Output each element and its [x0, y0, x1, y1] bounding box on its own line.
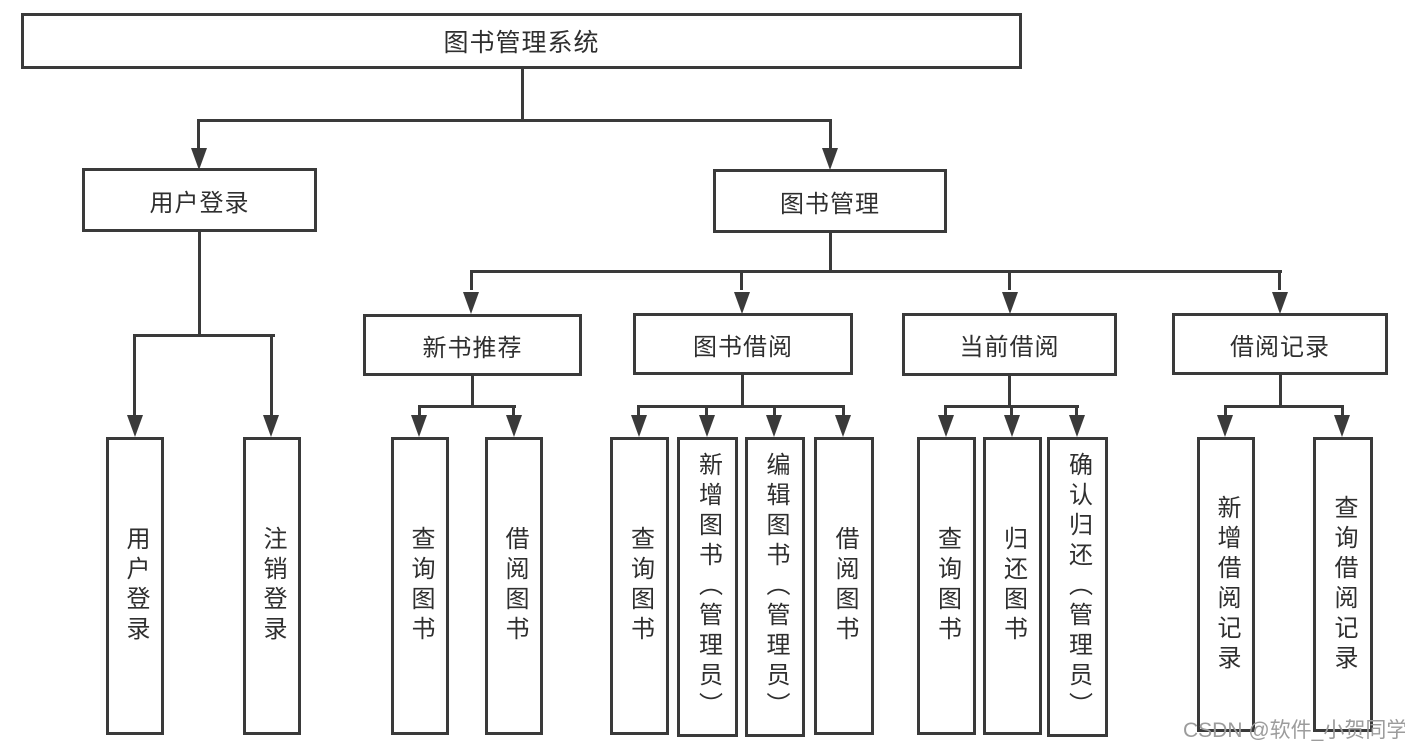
- connector-level2-stub-1: [470, 273, 473, 290]
- arrowhead-recommend-borrow-icon: [506, 415, 522, 437]
- connector-level2-stub-4: [1278, 273, 1281, 290]
- arrowhead-query-record-icon: [1334, 415, 1350, 437]
- connector-user-login-stub-2: [270, 337, 273, 415]
- leaf-borrow-books: 借阅图书: [814, 437, 874, 735]
- leaf-current-query-books-label: 查询图书: [933, 526, 961, 646]
- connector-user-login-stub-1: [133, 337, 136, 415]
- arrowhead-book-management-icon: [822, 148, 838, 170]
- leaf-query-borrow-record-label: 查询借阅记录: [1330, 494, 1357, 675]
- leaf-recommend-borrow-books: 借阅图书: [485, 437, 543, 735]
- csdn-watermark: CSDN @软件_小贺同学: [1183, 719, 1405, 742]
- arrowhead-add-books-icon: [699, 415, 715, 437]
- node-borrow-records-label: 借阅记录: [1230, 333, 1330, 361]
- arrowhead-confirm-return-icon: [1069, 415, 1085, 437]
- arrowhead-current-borrow-icon: [1002, 292, 1018, 314]
- leaf-query-borrow-record: 查询借阅记录: [1313, 437, 1373, 732]
- connector-level2-stub-3: [1008, 273, 1011, 290]
- connector-root-stem: [521, 69, 524, 122]
- connector-current-stub-3: [1075, 408, 1078, 415]
- leaf-add-books-admin: 新增图书（管理员）: [677, 437, 738, 737]
- node-book-management-label: 图书管理: [780, 190, 880, 218]
- connector-recommend-stub-2: [512, 408, 515, 415]
- leaf-user-login: 用户登录: [106, 437, 164, 735]
- connector-borrow-stub-1: [637, 408, 640, 415]
- leaf-return-books: 归还图书: [983, 437, 1042, 735]
- connector-borrow-stub-3: [773, 408, 776, 415]
- leaf-add-borrow-record: 新增借阅记录: [1197, 437, 1255, 732]
- connector-user-login-stem: [198, 232, 201, 337]
- leaf-borrow-query-books: 查询图书: [610, 437, 669, 735]
- arrowhead-recommend-query-icon: [411, 415, 427, 437]
- node-root-label: 图书管理系统: [443, 29, 600, 57]
- connector-records-stub-2: [1341, 408, 1344, 415]
- arrowhead-borrow-query-icon: [631, 415, 647, 437]
- node-new-book-recommend-label: 新书推荐: [422, 334, 523, 362]
- node-book-borrow: 图书借阅: [633, 313, 853, 375]
- node-current-borrow-label: 当前借阅: [959, 334, 1060, 361]
- node-book-management: 图书管理: [713, 169, 947, 233]
- leaf-borrow-query-books-label: 查询图书: [626, 526, 654, 646]
- connector-records-stem: [1279, 375, 1282, 408]
- node-root: 图书管理系统: [21, 13, 1022, 69]
- node-new-book-recommend: 新书推荐: [363, 314, 582, 376]
- node-user-login-label: 用户登录: [149, 189, 250, 217]
- connector-book-management-stem: [829, 233, 832, 272]
- connector-current-stem: [1008, 376, 1011, 408]
- leaf-confirm-return-admin: 确认归还（管理员）: [1047, 437, 1108, 737]
- connector-current-stub-2: [1010, 408, 1013, 415]
- connector-level2-stub-2: [740, 273, 743, 290]
- connector-records-hbar: [1224, 405, 1344, 408]
- arrowhead-return-books-icon: [1004, 415, 1020, 437]
- connector-recommend-stem: [471, 376, 474, 408]
- connector-records-stub-1: [1224, 408, 1227, 415]
- leaf-edit-books-admin: 编辑图书（管理员）: [745, 437, 805, 737]
- connector-recommend-stub-1: [418, 408, 421, 415]
- leaf-add-books-admin-label: 新增图书（管理员）: [694, 452, 722, 722]
- leaf-recommend-borrow-books-label: 借阅图书: [501, 526, 528, 646]
- leaf-edit-books-admin-label: 编辑图书（管理员）: [762, 452, 789, 722]
- arrowhead-borrow-books-icon: [835, 415, 851, 437]
- arrowhead-edit-books-icon: [766, 415, 782, 437]
- arrowhead-leaf-user-login-icon: [127, 415, 143, 437]
- leaf-user-login-label: 用户登录: [122, 526, 149, 646]
- arrowhead-new-book-recommend-icon: [463, 292, 479, 314]
- node-borrow-records: 借阅记录: [1172, 313, 1388, 375]
- arrowhead-borrow-records-icon: [1272, 292, 1288, 314]
- connector-current-stub-1: [944, 408, 947, 415]
- node-book-borrow-label: 图书借阅: [693, 333, 793, 361]
- arrowhead-add-record-icon: [1217, 415, 1233, 437]
- node-user-login: 用户登录: [82, 168, 317, 232]
- connector-current-hbar: [944, 405, 1079, 408]
- node-current-borrow: 当前借阅: [902, 313, 1117, 376]
- connector-borrow-stub-2: [705, 408, 708, 415]
- connector-level1-stub-left: [197, 122, 200, 148]
- leaf-current-query-books: 查询图书: [917, 437, 976, 735]
- arrowhead-book-borrow-icon: [734, 292, 750, 314]
- arrowhead-leaf-logout-icon: [263, 415, 279, 437]
- arrowhead-user-login-icon: [191, 148, 207, 170]
- leaf-return-books-label: 归还图书: [999, 526, 1027, 646]
- connector-level2-hbar: [470, 270, 1282, 273]
- connector-recommend-hbar: [418, 405, 516, 408]
- connector-borrow-hbar: [637, 405, 845, 408]
- leaf-logout-label: 注销登录: [259, 526, 286, 646]
- arrowhead-current-query-icon: [938, 415, 954, 437]
- leaf-borrow-books-label: 借阅图书: [831, 526, 858, 646]
- connector-level1-hbar: [197, 119, 832, 122]
- leaf-add-borrow-record-label: 新增借阅记录: [1213, 494, 1240, 675]
- connector-borrow-stub-4: [842, 408, 845, 415]
- leaf-recommend-query-books-label: 查询图书: [407, 526, 434, 646]
- leaf-recommend-query-books: 查询图书: [391, 437, 449, 735]
- leaf-logout: 注销登录: [243, 437, 301, 735]
- connector-user-login-hbar: [133, 334, 275, 337]
- connector-borrow-stem: [741, 375, 744, 408]
- connector-level1-stub-right: [829, 122, 832, 148]
- leaf-confirm-return-admin-label: 确认归还（管理员）: [1064, 452, 1092, 722]
